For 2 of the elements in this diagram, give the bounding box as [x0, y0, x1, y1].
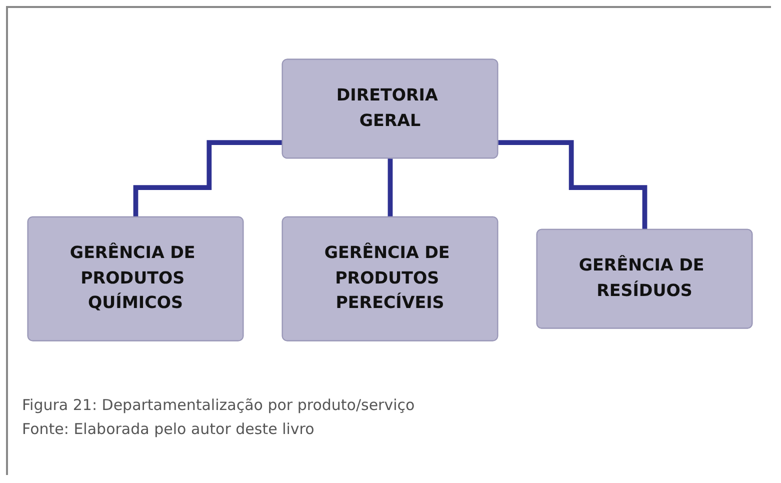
figure-caption: Figura 21: Departamentalização por produto/serviço	[22, 396, 415, 414]
source-note: Fonte: Elaborada pelo autor deste livro	[22, 420, 314, 438]
